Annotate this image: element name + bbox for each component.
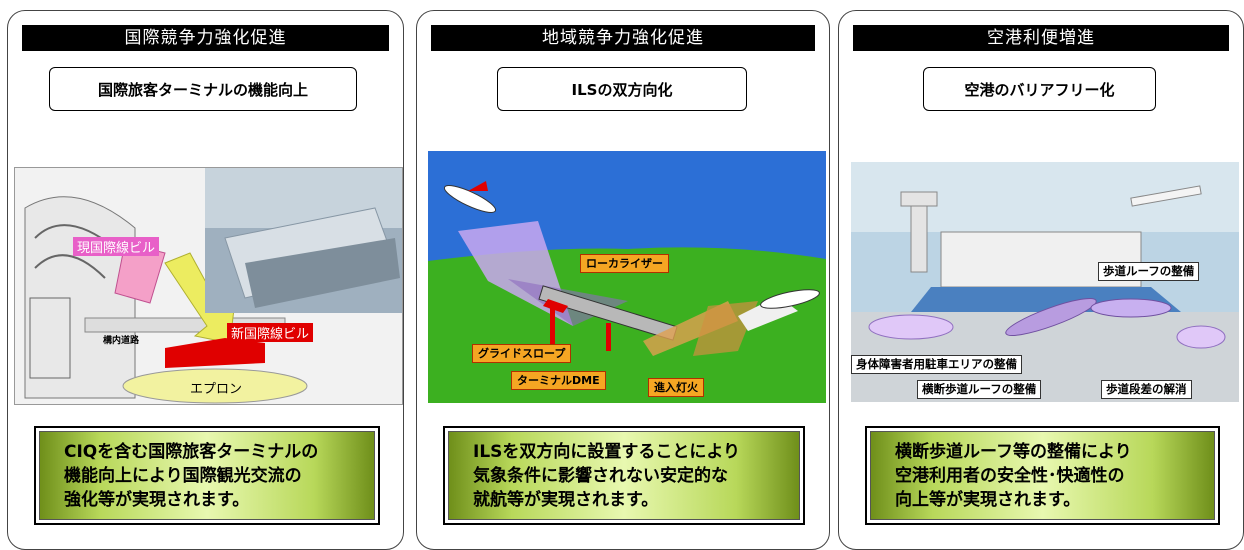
ils-drawing	[428, 151, 826, 403]
label-current-terminal: 現国際線ビル	[73, 237, 160, 256]
summary-text: 横断歩道ルーフ等の整備により 空港利用者の安全性･快適性の 向上等が実現されます…	[870, 431, 1215, 520]
label-approach-lights: 進入灯火	[648, 378, 704, 397]
summary-line: 気象条件に影響されない安定的な	[473, 466, 728, 486]
label-crossing-roof: 横断歩道ルーフの整備	[917, 380, 1042, 399]
panel-international-competitiveness: 国際競争力強化促進 国際旅客ターミナルの機能向上 現国際線ビル 新国際線ビル 構…	[7, 10, 404, 550]
summary-text: CIQを含む国際旅客ターミナルの 機能向上により国際観光交流の 強化等が実現され…	[39, 431, 375, 520]
label-terminal-dme: ターミナルDME	[511, 371, 606, 390]
panel-subtitle: ILSの双方向化	[497, 67, 747, 111]
panel-header: 空港利便増進	[853, 25, 1229, 51]
summary-line: 横断歩道ルーフ等の整備により	[895, 442, 1132, 462]
panel-header: 地域競争力強化促進	[431, 25, 815, 51]
summary-line: 機能向上により国際観光交流の	[64, 466, 302, 486]
panel-subtitle: 国際旅客ターミナルの機能向上	[49, 67, 357, 111]
terminal-plan-drawing	[15, 168, 402, 404]
label-accessible-parking: 身体障害者用駐車エリアの整備	[851, 355, 1022, 374]
summary-line: 向上等が実現されます。	[895, 490, 1081, 510]
label-localizer: ローカライザー	[580, 254, 669, 273]
panel-header: 国際競争力強化促進	[22, 25, 389, 51]
summary-line: CIQを含む国際旅客ターミナルの	[64, 442, 319, 462]
summary-line: 空港利用者の安全性･快適性の	[895, 466, 1125, 486]
panel-summary: ILSを双方向に設置することにより 気象条件に影響されない安定的な 就航等が実現…	[443, 426, 805, 525]
panel-regional-competitiveness: 地域競争力強化促進 ILSの双方向化 ローカライザー グライドスロープ ターミナ…	[416, 10, 830, 550]
panel-summary: 横断歩道ルーフ等の整備により 空港利用者の安全性･快適性の 向上等が実現されます…	[865, 426, 1220, 525]
label-apron: エプロン	[190, 382, 243, 397]
ils-illustration: ローカライザー グライドスロープ ターミナルDME 進入灯火	[428, 151, 826, 403]
panel-subtitle: 空港のバリアフリー化	[923, 67, 1156, 111]
label-glide-slope: グライドスロープ	[472, 344, 572, 363]
summary-text: ILSを双方向に設置することにより 気象条件に影響されない安定的な 就航等が実現…	[448, 431, 800, 520]
label-new-terminal: 新国際線ビル	[227, 323, 314, 342]
label-access-road: 構内道路	[103, 336, 140, 346]
summary-line: 就航等が実現されます。	[473, 490, 659, 510]
summary-line: ILSを双方向に設置することにより	[473, 442, 741, 462]
terminal-plan-illustration: 現国際線ビル 新国際線ビル 構内道路 エプロン	[14, 167, 403, 405]
label-step-removal: 歩道段差の解消	[1101, 380, 1192, 399]
panel-airport-convenience: 空港利便増進 空港のバリアフリー化 歩道ルーフの整備 身体障害者用駐車エリアの整…	[838, 10, 1244, 550]
summary-line: 強化等が実現されます。	[64, 490, 250, 510]
panel-summary: CIQを含む国際旅客ターミナルの 機能向上により国際観光交流の 強化等が実現され…	[34, 426, 380, 525]
barrier-free-illustration: 歩道ルーフの整備 身体障害者用駐車エリアの整備 横断歩道ルーフの整備 歩道段差の…	[851, 162, 1239, 402]
label-walkway-roof: 歩道ルーフの整備	[1098, 262, 1200, 281]
